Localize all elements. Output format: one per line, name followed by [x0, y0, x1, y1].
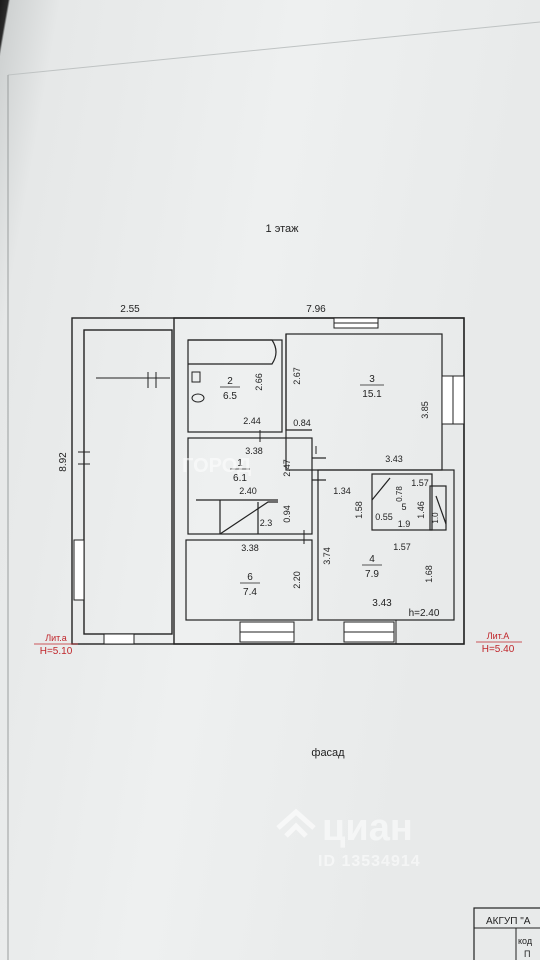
room-3-gap: 0.84 — [293, 418, 311, 428]
room-2-number: 2 — [227, 376, 233, 387]
dim-157b: 1.57 — [393, 542, 411, 552]
room-1-area: 6.1 — [233, 473, 247, 484]
dim-10: 1.0 — [431, 512, 440, 524]
room-2-area: 6.5 — [223, 391, 237, 402]
room-1-height: 2.47 — [282, 459, 292, 477]
room-4-height: 3.74 — [322, 547, 332, 565]
dim-157a: 1.57 — [411, 478, 429, 488]
height-dim: 8.92 — [58, 452, 69, 472]
floor-title: 1 этаж — [266, 223, 300, 235]
room-6-area: 7.4 — [243, 587, 257, 598]
dim-158: 1.58 — [354, 501, 364, 519]
room-6-width: 3.38 — [241, 543, 259, 553]
room-3-height-left: 2.67 — [292, 367, 302, 385]
lit-left-name: Лит.а — [45, 633, 67, 643]
room-6-height: 2.20 — [292, 571, 302, 589]
dim-078: 0.78 — [395, 486, 404, 502]
room-3-area: 15.1 — [362, 389, 382, 400]
room-1-bottom: 2.40 — [239, 486, 257, 496]
room-2-height: 2.66 — [254, 373, 264, 391]
lit-right-name: Лит.А — [487, 631, 510, 641]
title-stamp — [473, 907, 540, 960]
room-3-number: 3 — [369, 374, 375, 385]
room-4-number: 4 — [369, 554, 375, 565]
stair-small: 0.94 — [282, 505, 292, 523]
outer-walls — [71, 317, 465, 645]
sheet-edge — [7, 21, 540, 76]
stamp-line2: код — [518, 936, 533, 946]
width-dim: 7.96 — [306, 304, 326, 315]
room-5-number: 5 — [401, 502, 406, 512]
dim-055: 0.55 — [375, 512, 393, 522]
gorod-watermark: ГОРОД — [182, 455, 251, 477]
room-4-area: 7.9 — [365, 569, 379, 580]
ceiling-height: h=2.40 — [409, 608, 440, 619]
room-3-width: 3.43 — [385, 454, 403, 464]
facade-label: фасад — [311, 747, 345, 759]
stamp-org: АКГУП "А — [486, 916, 531, 927]
left-span-dim: 2.55 — [120, 304, 140, 315]
room-4-width: 3.43 — [372, 598, 392, 609]
room-6-number: 6 — [247, 572, 253, 583]
lit-right-height: H=5.40 — [482, 644, 515, 655]
dim-134: 1.34 — [333, 486, 351, 496]
dim-146: 1.46 — [416, 501, 426, 519]
room-5-area: 1.9 — [398, 519, 411, 529]
room-3-height-right: 3.85 — [420, 401, 430, 419]
dimension-ticks — [78, 372, 397, 644]
cian-id-watermark: ID 13534914 — [318, 853, 421, 870]
interior-walls — [185, 333, 455, 621]
windows — [73, 317, 465, 645]
cian-logo — [276, 808, 316, 838]
cian-watermark: циан — [322, 807, 413, 849]
bathroom-fixtures — [191, 371, 205, 403]
room-2-width: 2.44 — [243, 416, 261, 426]
room-1-width: 3.38 — [245, 446, 263, 456]
stair-width: 2.3 — [260, 518, 273, 528]
stamp-line3: П — [524, 949, 530, 959]
room-4-height-right: 1.68 — [424, 565, 434, 583]
room-1-number: 1 — [237, 458, 243, 469]
lit-left-height: H=5.10 — [40, 646, 73, 657]
